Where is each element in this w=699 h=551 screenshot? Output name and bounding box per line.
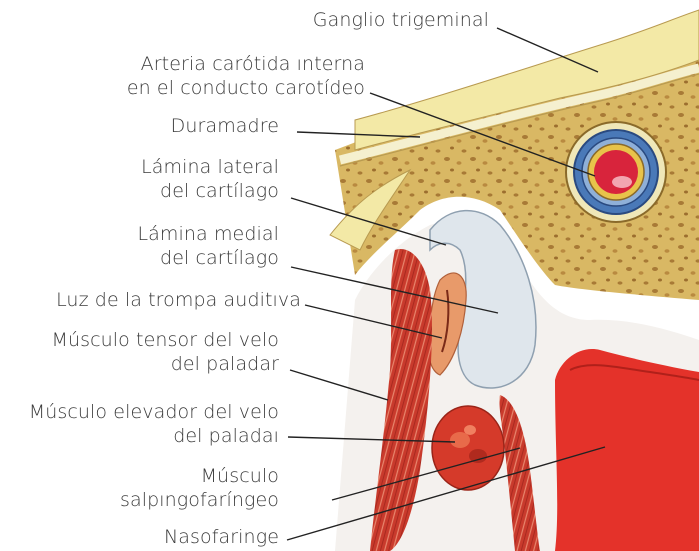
label-dura-mater: Duramadre	[171, 114, 279, 138]
label-medial-lamina: Lámina medial del cartílago	[138, 222, 280, 270]
label-nasopharynx: Nasofaringe	[164, 525, 279, 549]
label-tensor-veli-palatini: Músculo tensor del velo del paladar	[51, 328, 279, 376]
label-salpingopharyngeus: Músculo salpıngofaríngeo	[120, 464, 279, 512]
label-lateral-lamina: Lámina lateral del cartílago	[141, 155, 279, 203]
internal-carotid-artery	[594, 150, 638, 194]
levator-veli-palatini	[432, 406, 504, 490]
label-tube-lumen: Luz de la trompa auditıva	[56, 288, 301, 312]
label-internal-carotid: Arteria carótida ınterna en el conducto …	[127, 52, 365, 100]
nasopharynx-mucosa	[555, 349, 699, 551]
label-trigeminal-ganglion: Ganglio trigeminal	[313, 8, 489, 32]
label-levator-veli-palatini: Músculo elevador del velo del paladaı	[29, 400, 279, 448]
